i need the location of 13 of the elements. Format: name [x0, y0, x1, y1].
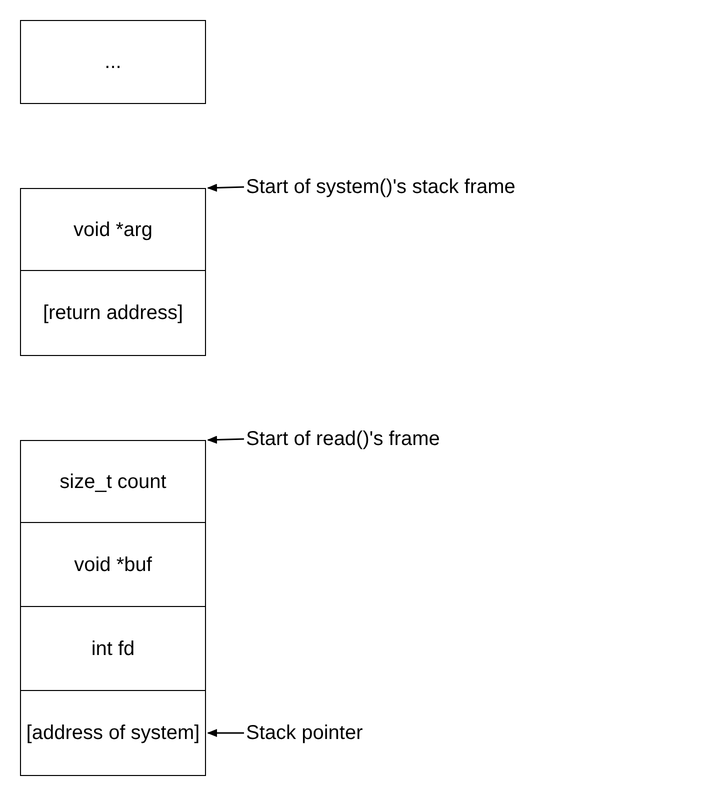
- stack-slot: void *buf: [20, 522, 206, 608]
- annotation-text: Stack pointer: [246, 721, 363, 745]
- arrow: [207, 436, 244, 444]
- stack-slot: [return address]: [20, 270, 206, 356]
- arrow: [207, 184, 244, 192]
- arrow: [207, 729, 244, 737]
- stack-slot: [address of system]: [20, 690, 206, 776]
- stack-slot: ...: [20, 20, 206, 104]
- stack-slot: size_t count: [20, 440, 206, 524]
- annotation-text: Start of system()'s stack frame: [246, 175, 516, 199]
- stack-slot: void *arg: [20, 188, 206, 272]
- stack-slot: int fd: [20, 606, 206, 692]
- annotation-text: Start of read()'s frame: [246, 427, 440, 451]
